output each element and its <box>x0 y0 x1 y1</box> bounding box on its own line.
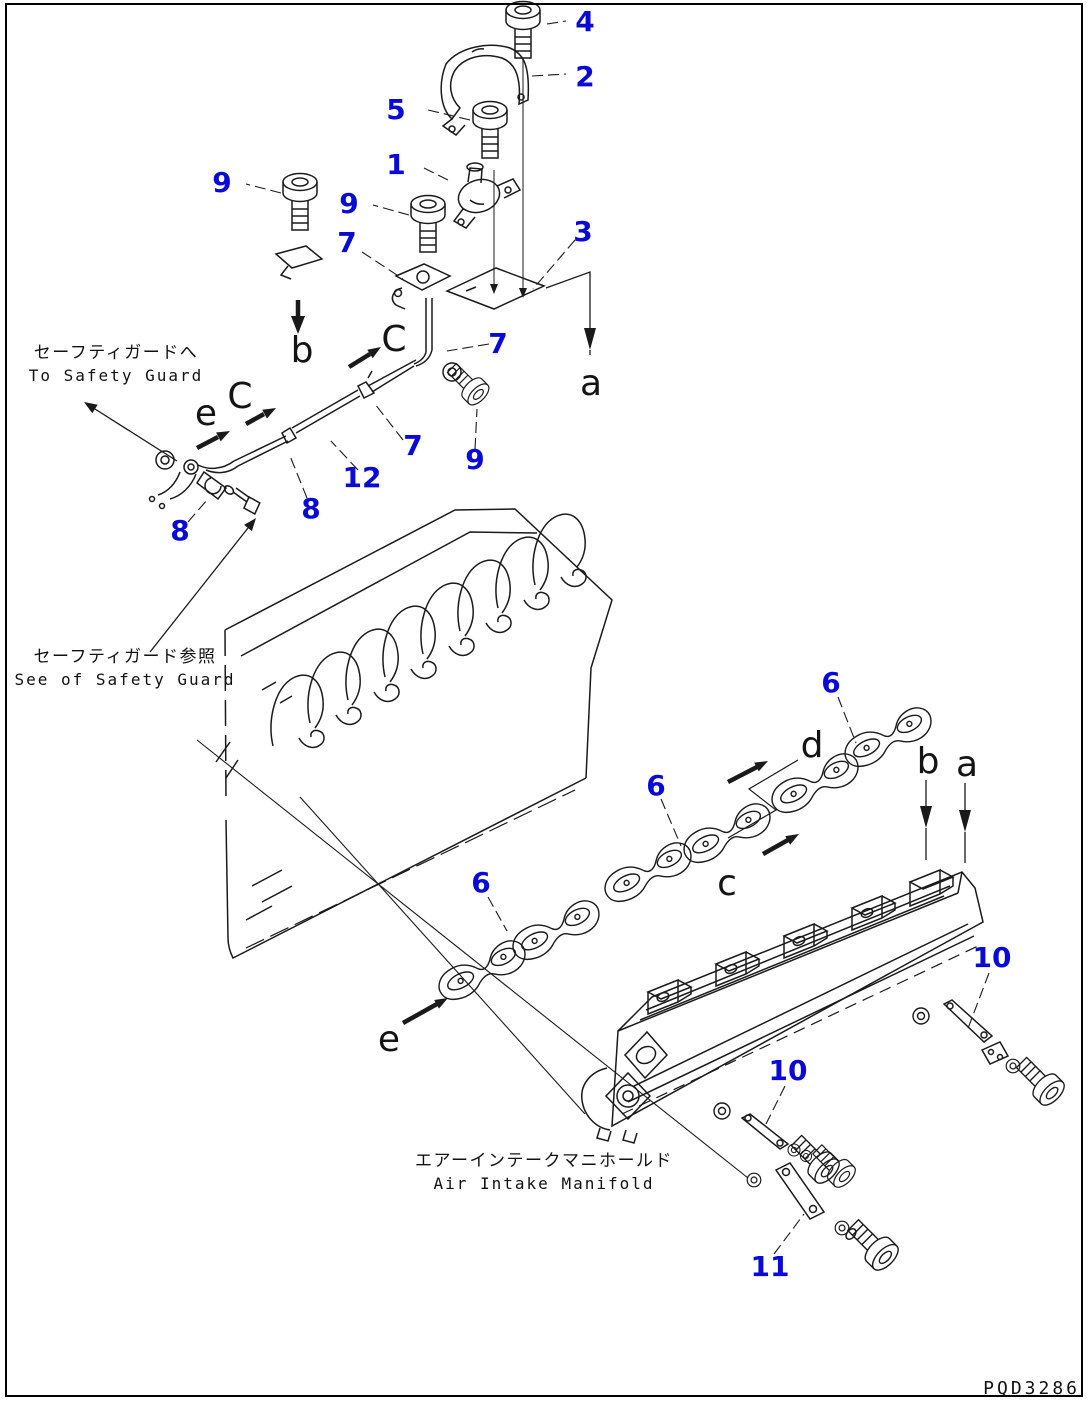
see-safety-guard-leader <box>149 518 256 653</box>
label-see-safety-guard: セーフティガード参照 See of Safety Guard <box>0 646 250 691</box>
label-to-safety-guard: セーフティガードへ To Safety Guard <box>10 342 222 387</box>
pipe-assembly-12 <box>148 298 433 510</box>
label-see-safety-guard-jp: セーフティガード参照 <box>33 647 217 667</box>
reference-lines <box>196 739 749 1179</box>
label-to-safety-guard-en: To Safety Guard <box>28 365 204 385</box>
bolt-9-right <box>410 194 446 253</box>
gasket-6-group-c <box>432 894 607 1007</box>
label-air-intake-manifold: エアーインテークマニホールド Air Intake Manifold <box>406 1150 682 1195</box>
callout-8: 8 <box>170 514 190 547</box>
drawing-code: PQD3286 <box>983 1378 1080 1399</box>
section-zigzag <box>727 759 799 839</box>
view-marker-a: a <box>955 744 979 785</box>
assembly-axis-lines <box>490 58 527 298</box>
valve-1 <box>452 162 522 229</box>
bolt-4 <box>505 0 541 59</box>
label-air-intake-manifold-en: Air Intake Manifold <box>433 1173 655 1193</box>
callout-7: 7 <box>337 226 357 259</box>
elbow-7-top <box>391 263 452 310</box>
view-marker-c: c <box>717 863 737 904</box>
view-arrows-top <box>195 300 381 450</box>
manifold-left-flanges <box>581 1030 669 1144</box>
bracket-2 <box>440 44 530 136</box>
callout-10: 10 <box>972 941 1012 974</box>
callout-8: 8 <box>301 492 321 525</box>
callout-1: 1 <box>386 148 406 181</box>
callout-2: 2 <box>575 60 595 93</box>
bolt-5 <box>472 100 508 159</box>
engine-block <box>215 508 613 960</box>
hardware-10-right <box>912 999 1069 1110</box>
callout-10: 10 <box>768 1054 808 1087</box>
gasket-6-group-b <box>598 797 778 909</box>
bolt-9-left <box>274 172 324 280</box>
view-marker-b: b <box>916 741 940 782</box>
banjo-bolt-9 <box>441 357 494 410</box>
gasket-6-group-a <box>765 701 939 820</box>
callout-6: 6 <box>646 769 666 802</box>
callout-12: 12 <box>342 461 382 494</box>
callout-7: 7 <box>488 327 508 360</box>
callout-7: 7 <box>403 429 423 462</box>
clamp-8-left <box>195 470 261 516</box>
hardware-10-left <box>713 1102 844 1188</box>
hardware-11 <box>746 1139 904 1276</box>
manifold-towers <box>646 868 955 1016</box>
view-marker-c: C <box>381 319 407 360</box>
view-line-a-top <box>545 271 596 355</box>
label-see-safety-guard-en: See of Safety Guard <box>14 669 236 689</box>
callout-9: 9 <box>465 443 485 476</box>
view-marker-e: e <box>377 1019 401 1060</box>
callout-6: 6 <box>471 866 491 899</box>
intake-manifold <box>581 868 984 1144</box>
callout-4: 4 <box>575 5 595 38</box>
view-marker-c: C <box>227 376 253 417</box>
callout-9: 9 <box>339 187 359 220</box>
leader-lines <box>187 20 990 1255</box>
view-marker-b: b <box>290 330 314 371</box>
to-safety-guard-leader <box>84 402 178 462</box>
callout-5: 5 <box>386 93 406 126</box>
label-air-intake-manifold-jp: エアーインテークマニホールド <box>415 1151 673 1171</box>
plate-3 <box>445 267 546 310</box>
view-marker-e: e <box>194 393 218 434</box>
callout-11: 11 <box>750 1250 790 1283</box>
callout-6: 6 <box>821 666 841 699</box>
callout-9: 9 <box>212 166 232 199</box>
view-marker-d: d <box>800 725 824 766</box>
view-arrows-bottom <box>401 761 971 1025</box>
label-to-safety-guard-jp: セーフティガードへ <box>33 343 199 363</box>
view-marker-a: a <box>579 363 603 404</box>
callout-3: 3 <box>573 215 593 248</box>
